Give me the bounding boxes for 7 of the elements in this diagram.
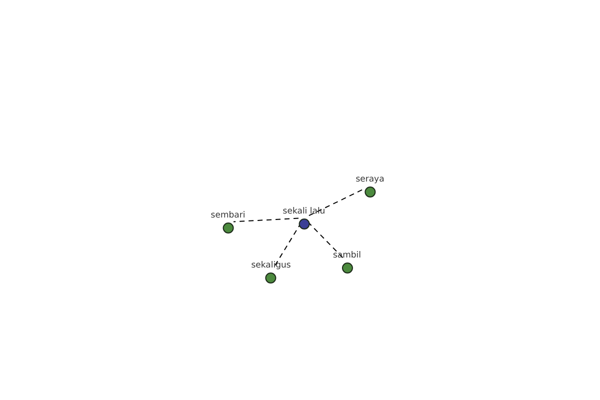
dashed-connector [233, 218, 299, 222]
node-label: seraya [356, 174, 384, 185]
dashed-connector [307, 221, 344, 259]
node-label: sembari [210, 210, 246, 221]
node-label: sekaligus [251, 260, 291, 271]
node-label: sambil [332, 250, 362, 261]
node-label: sekali lalu [282, 206, 326, 217]
